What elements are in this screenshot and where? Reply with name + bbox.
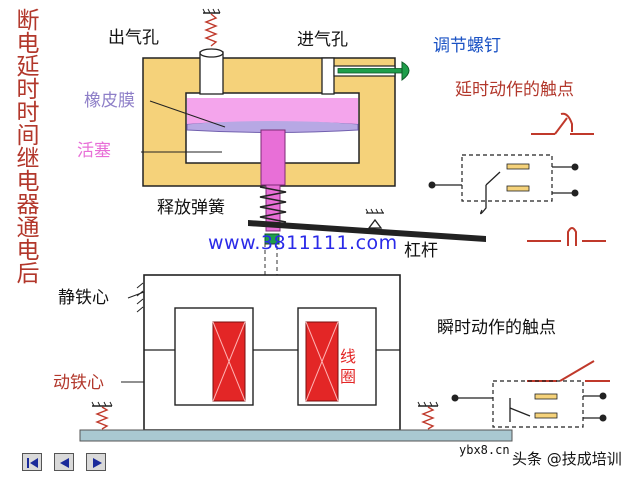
first-page-icon xyxy=(27,458,38,468)
label-adjust-screw: 调节螺钉 xyxy=(433,36,501,56)
label-coil: 线圈 xyxy=(340,347,357,386)
delayed-contact-block xyxy=(428,154,579,215)
instant-contact-block xyxy=(451,380,607,428)
label-static-core: 静铁心 xyxy=(58,288,109,308)
label-release-spring: 释放弹簧 xyxy=(157,198,225,218)
top-spring-icon xyxy=(202,8,221,47)
prev-page-icon xyxy=(60,458,69,468)
coil-left xyxy=(212,321,246,402)
leader-lines xyxy=(121,100,226,383)
next-page-icon xyxy=(93,458,102,468)
delayed-contact-symbol-no xyxy=(527,227,606,246)
lever xyxy=(248,208,486,242)
static-core xyxy=(136,274,401,431)
next-page-button[interactable] xyxy=(86,453,106,471)
watermark-url: www.3811111.com xyxy=(208,232,398,254)
release-spring-icon xyxy=(259,186,287,223)
delayed-contact-symbol-nc xyxy=(531,112,594,135)
prev-page-button[interactable] xyxy=(54,453,74,471)
right-base-spring-icon xyxy=(417,401,439,430)
label-inlet: 进气孔 xyxy=(297,30,348,50)
label-rubber-film: 橡皮膜 xyxy=(84,91,135,111)
coil-right xyxy=(305,321,339,402)
label-delayed-contact: 延时动作的触点 xyxy=(455,80,574,100)
label-moving-core: 动铁心 xyxy=(53,373,104,393)
label-outlet: 出气孔 xyxy=(108,28,159,48)
piston xyxy=(187,98,358,124)
base-plate xyxy=(79,429,513,442)
first-page-button[interactable] xyxy=(22,453,42,471)
instant-contact-symbol xyxy=(527,360,610,382)
label-lever: 杠杆 xyxy=(404,241,438,261)
footer-site: ybx8.cn xyxy=(459,443,510,457)
label-piston: 活塞 xyxy=(77,141,111,161)
diagram-title: 断电延时时间继电器通电后 xyxy=(12,8,38,284)
adjust-screw-icon xyxy=(337,61,410,81)
left-base-spring-icon xyxy=(91,401,113,430)
footer-source: 头条 @技成培训 xyxy=(512,450,622,468)
label-instant-contact: 瞬时动作的触点 xyxy=(437,318,556,338)
